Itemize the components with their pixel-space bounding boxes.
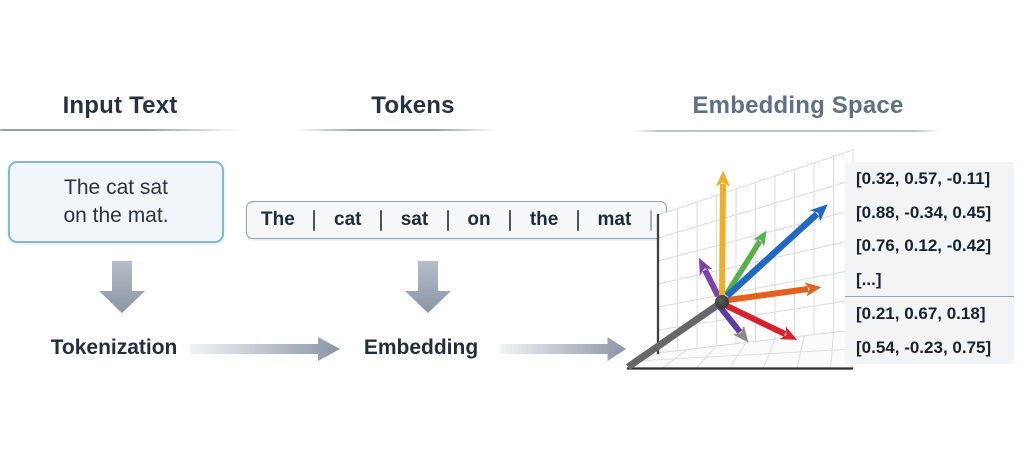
token-separator: [446, 209, 449, 231]
down-arrow-icon: [405, 261, 451, 313]
vector-value-ellipsis: [...]: [856, 269, 882, 289]
tokens-box: The cat sat on the mat: [246, 201, 667, 239]
vector-arrow-orange: [727, 282, 822, 303]
vector-arrow-blue: [724, 204, 828, 299]
token: sat: [400, 209, 429, 230]
vector-value: [0.54, -0.23, 0.75]: [856, 337, 992, 357]
token: on: [467, 209, 491, 230]
embedding-title-underline: [634, 130, 940, 132]
vector-arrow-yellow: [715, 170, 731, 298]
vector-value: [0.88, -0.34, 0.45]: [856, 202, 992, 222]
depth-axis: [626, 299, 724, 370]
vector-value: [0.32, 0.57, -0.11]: [856, 169, 991, 188]
vector-arrow-red: [725, 303, 798, 340]
input-text-line2: on the mat.: [63, 204, 169, 227]
vector-arrow-purple: [698, 257, 721, 298]
vector-panel-divider: [845, 296, 1014, 297]
tokens-title-underline: [296, 129, 496, 131]
token-separator: [380, 209, 383, 231]
down-arrow-icon: [99, 261, 145, 313]
vector-value: [0.76, 0.12, -0.42]: [856, 236, 992, 255]
origin-dot: [715, 295, 729, 309]
input-text-box: The cat sat on the mat.: [8, 161, 224, 243]
embedding-space-title: Embedding Space: [692, 92, 904, 119]
vector-value: [0.21, 0.67, 0.18]: [856, 304, 986, 323]
input-text-line1: The cat sat: [64, 176, 168, 199]
token: cat: [334, 209, 362, 230]
token: mat: [597, 209, 632, 230]
token-separator-trailing: [649, 209, 652, 231]
input-title-underline: [0, 129, 242, 131]
token: the: [529, 209, 559, 230]
vector-arrow-violet-down: [717, 305, 749, 343]
token-separator: [576, 209, 579, 231]
right-flow-arrow-icon: [500, 337, 626, 361]
token-separator: [313, 209, 316, 231]
tokens-title: Tokens: [371, 92, 455, 119]
embedding-space-plot: [626, 149, 854, 370]
tokenization-label: Tokenization: [50, 336, 178, 359]
token-separator: [509, 209, 512, 231]
embedding-label: Embedding: [363, 336, 479, 359]
vector-arrow-green: [723, 230, 767, 297]
input-text-title: Input Text: [62, 92, 178, 119]
vector-values-panel: [0.32, 0.57, -0.11] [0.88, -0.34, 0.45] …: [845, 162, 1014, 364]
right-flow-arrow-icon: [190, 337, 340, 361]
token: The: [261, 209, 295, 230]
